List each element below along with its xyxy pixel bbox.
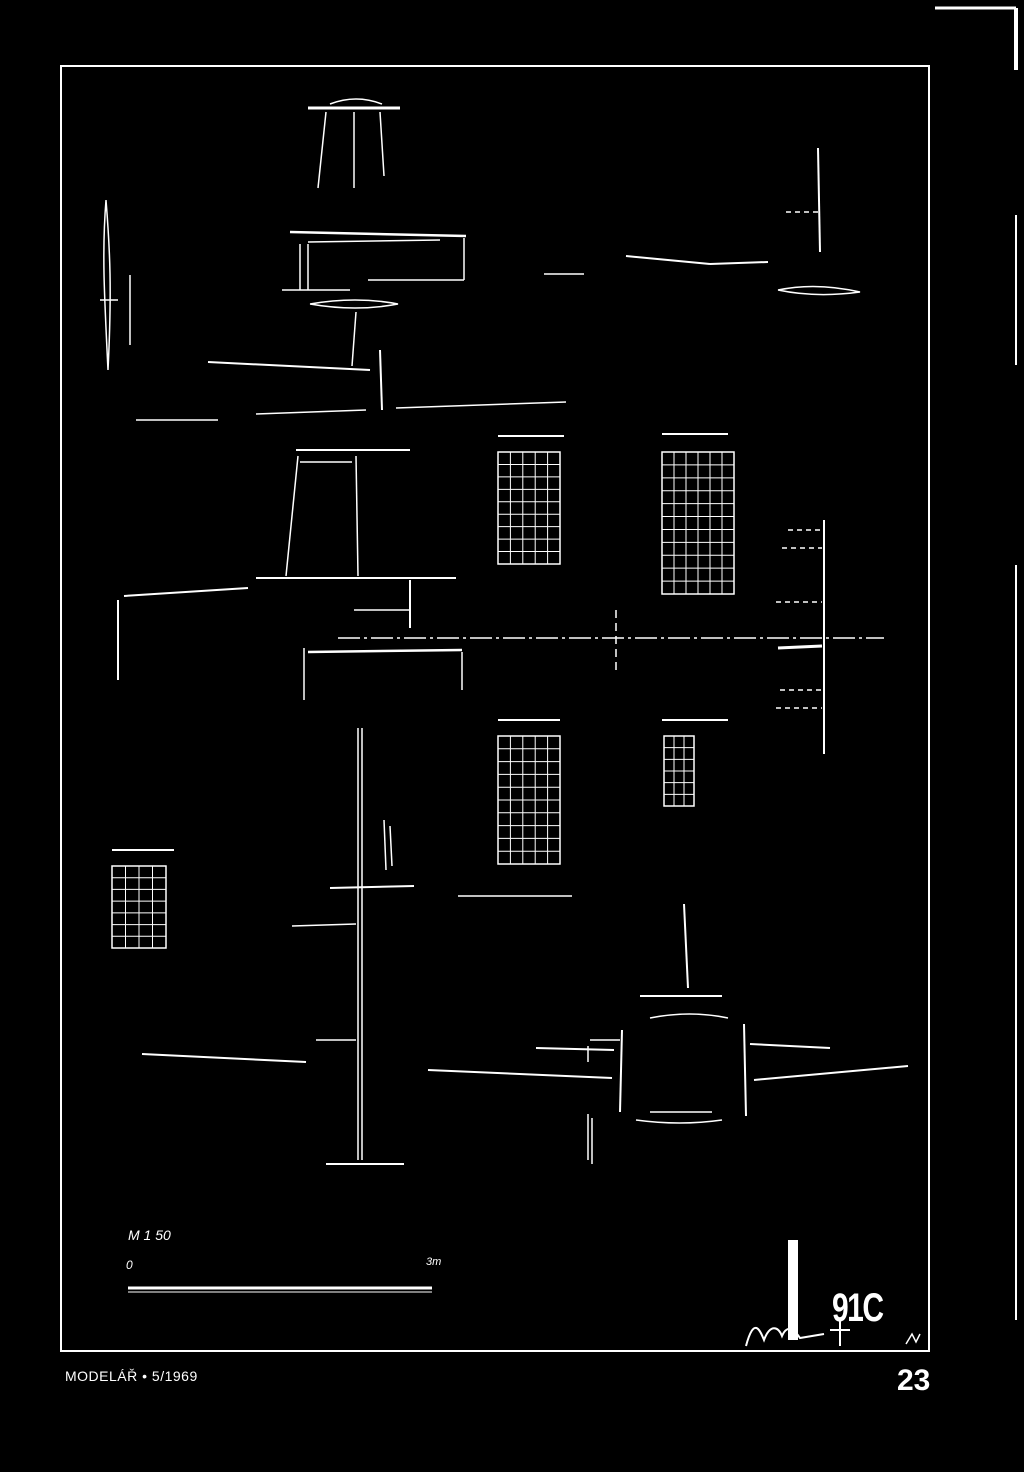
magazine-issue: MODELÁŘ • 5/1969 [65,1368,198,1384]
tail-side-view [544,147,861,296]
drawing-frame [60,65,930,1352]
wing-front-edge [136,349,567,421]
page-number: 23 [897,1364,931,1397]
strut-front-view [141,728,572,1165]
wing-grid-lower-left [497,735,561,865]
scale-note: M 1 50 [128,1227,171,1243]
aircraft-type-code: 91C [832,1286,884,1330]
wing-grid-lower-right [663,735,695,807]
fuselage-top-section [282,230,467,367]
type-badge-bar [788,1240,798,1340]
wing-grid-left [497,451,561,565]
propeller-side-view [100,199,131,371]
initials-mark [905,1332,921,1345]
signature-mark [745,1320,850,1347]
fuselage-side-view [117,449,884,700]
scale-end-label: 3m [426,1256,442,1268]
scale-start-label: 0 [126,1258,133,1272]
wing-grid-small [111,865,167,949]
cockpit-canopy-top [308,98,400,189]
wing-grid-right [661,451,735,595]
scale-bar [128,1286,432,1293]
grid-outline [497,451,561,565]
aircraft-front-view [427,903,909,1164]
stabilizer-side-view [776,520,825,754]
